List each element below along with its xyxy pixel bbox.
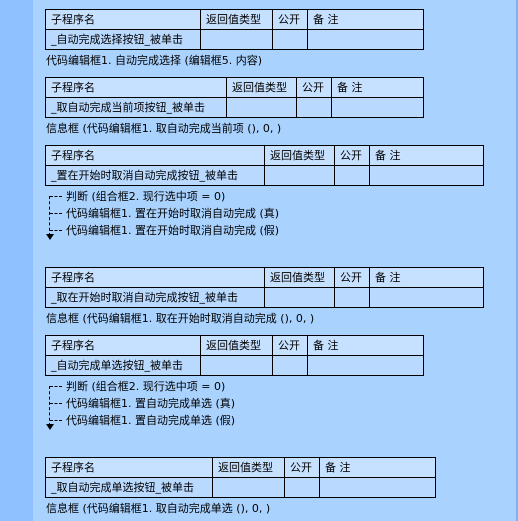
flow-tick [50, 420, 62, 421]
return-type-cell[interactable] [212, 477, 285, 498]
flow-arrow-icon [46, 424, 54, 430]
subroutine-name[interactable]: _取在开始时取消自动完成按钮_被单击 [45, 287, 265, 308]
branch-flow: 判断 (组合框2. 现行选中项 = 0) 代码编辑框1. 置在开始时取消自动完成… [46, 189, 366, 241]
return-type-cell[interactable] [200, 355, 273, 376]
header-note: 备 注 [369, 145, 484, 166]
header-name: 子程序名 [45, 457, 213, 478]
header-name: 子程序名 [45, 9, 201, 30]
flow-tick [50, 403, 62, 404]
header-name: 子程序名 [45, 145, 265, 166]
header-return-type: 返回值类型 [212, 457, 285, 478]
header-return-type: 返回值类型 [264, 267, 335, 288]
flow-connector [49, 196, 50, 236]
header-note: 备 注 [307, 9, 424, 30]
note-cell[interactable] [307, 29, 424, 50]
branch-flow: 判断 (组合框2. 现行选中项 = 0) 代码编辑框1. 置自动完成单选 (真)… [46, 379, 366, 431]
subroutine-name[interactable]: _取自动完成当前项按钮_被单击 [45, 97, 227, 118]
header-public: 公开 [334, 267, 370, 288]
header-note: 备 注 [319, 457, 436, 478]
public-cell[interactable] [334, 165, 370, 186]
public-cell[interactable] [284, 477, 320, 498]
header-return-type: 返回值类型 [264, 145, 335, 166]
header-name: 子程序名 [45, 335, 201, 356]
note-cell[interactable] [369, 287, 484, 308]
header-return-type: 返回值类型 [200, 9, 273, 30]
flow-arrow-icon [46, 234, 54, 240]
header-name: 子程序名 [45, 267, 265, 288]
subroutine-table-4: 子程序名 返回值类型 公开 备 注 _取在开始时取消自动完成按钮_被单击 [45, 267, 484, 308]
flow-tick [50, 196, 62, 197]
note-cell[interactable] [331, 97, 424, 118]
subroutine-name[interactable]: _自动完成选择按钮_被单击 [45, 29, 201, 50]
left-gutter [0, 0, 33, 521]
public-cell[interactable] [272, 355, 308, 376]
subroutine-table-6: 子程序名 返回值类型 公开 备 注 _取自动完成单选按钮_被单击 [45, 457, 436, 498]
condition-line[interactable]: 判断 (组合框2. 现行选中项 = 0) [66, 380, 226, 393]
public-cell[interactable] [272, 29, 308, 50]
public-cell[interactable] [296, 97, 332, 118]
header-note: 备 注 [369, 267, 484, 288]
right-edge [516, 0, 518, 521]
subroutine-name[interactable]: _自动完成单选按钮_被单击 [45, 355, 201, 376]
return-type-cell[interactable] [264, 165, 335, 186]
note-cell[interactable] [319, 477, 436, 498]
true-branch-line[interactable]: 代码编辑框1. 置自动完成单选 (真) [66, 397, 236, 410]
note-cell[interactable] [307, 355, 424, 376]
condition-line[interactable]: 判断 (组合框2. 现行选中项 = 0) [66, 190, 226, 203]
flow-tick [50, 230, 62, 231]
header-note: 备 注 [307, 335, 424, 356]
header-public: 公开 [284, 457, 320, 478]
header-public: 公开 [272, 9, 308, 30]
header-public: 公开 [272, 335, 308, 356]
header-return-type: 返回值类型 [226, 77, 297, 98]
public-cell[interactable] [334, 287, 370, 308]
code-line[interactable]: 信息框 (代码编辑框1. 取自动完成单选 (), 0, ) [46, 502, 271, 515]
subroutine-table-3: 子程序名 返回值类型 公开 备 注 _置在开始时取消自动完成按钮_被单击 [45, 145, 484, 186]
subroutine-name[interactable]: _取自动完成单选按钮_被单击 [45, 477, 213, 498]
header-public: 公开 [296, 77, 332, 98]
return-type-cell[interactable] [200, 29, 273, 50]
subroutine-name[interactable]: _置在开始时取消自动完成按钮_被单击 [45, 165, 265, 186]
return-type-cell[interactable] [226, 97, 297, 118]
header-name: 子程序名 [45, 77, 227, 98]
false-branch-line[interactable]: 代码编辑框1. 置自动完成单选 (假) [66, 414, 236, 427]
subroutine-table-2: 子程序名 返回值类型 公开 备 注 _取自动完成当前项按钮_被单击 [45, 77, 424, 118]
header-public: 公开 [334, 145, 370, 166]
header-return-type: 返回值类型 [200, 335, 273, 356]
code-line[interactable]: 信息框 (代码编辑框1. 取自动完成当前项 (), 0, ) [46, 122, 282, 135]
flow-tick [50, 213, 62, 214]
flow-connector [49, 386, 50, 426]
flow-tick [50, 386, 62, 387]
header-note: 备 注 [331, 77, 424, 98]
note-cell[interactable] [369, 165, 484, 186]
return-type-cell[interactable] [264, 287, 335, 308]
code-line[interactable]: 代码编辑框1. 自动完成选择 (编辑框5. 内容) [46, 54, 263, 67]
false-branch-line[interactable]: 代码编辑框1. 置在开始时取消自动完成 (假) [66, 224, 280, 237]
subroutine-table-5: 子程序名 返回值类型 公开 备 注 _自动完成单选按钮_被单击 [45, 335, 424, 376]
subroutine-table-1: 子程序名 返回值类型 公开 备 注 _自动完成选择按钮_被单击 [45, 9, 424, 50]
true-branch-line[interactable]: 代码编辑框1. 置在开始时取消自动完成 (真) [66, 207, 280, 220]
code-line[interactable]: 信息框 (代码编辑框1. 取在开始时取消自动完成 (), 0, ) [46, 312, 315, 325]
